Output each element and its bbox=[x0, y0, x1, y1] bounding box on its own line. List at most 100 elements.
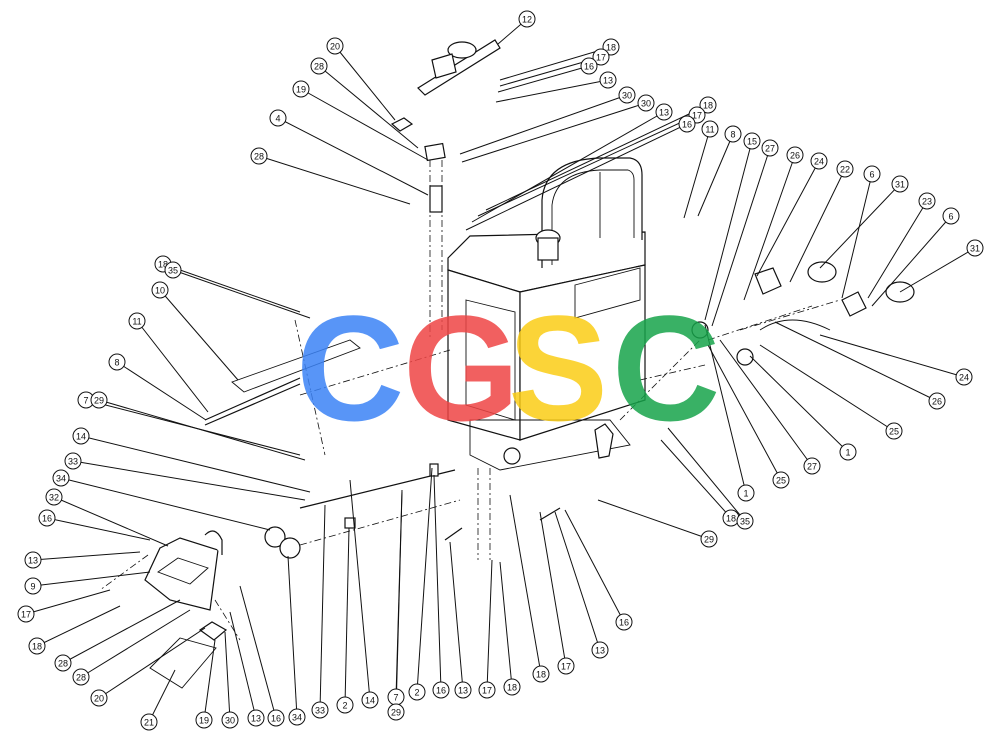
part-20-knob bbox=[390, 117, 414, 132]
callout-17: 17 bbox=[557, 657, 575, 675]
callout-number: 32 bbox=[49, 493, 59, 503]
callout-balloon bbox=[64, 452, 82, 470]
callout-30: 30 bbox=[618, 86, 636, 104]
callout-number: 35 bbox=[168, 266, 178, 276]
callout-26: 26 bbox=[928, 392, 946, 410]
leader-line-13 bbox=[471, 111, 665, 223]
leader-line-18 bbox=[509, 494, 542, 675]
callout-number: 17 bbox=[482, 686, 492, 696]
callout-number: 4 bbox=[275, 114, 280, 124]
leader-lines bbox=[25, 18, 976, 723]
part-34-cap-a bbox=[264, 526, 286, 548]
part-31-motor-a bbox=[807, 261, 837, 283]
callout-29: 29 bbox=[90, 391, 108, 409]
leader-line-4 bbox=[277, 117, 429, 196]
callout-number: 17 bbox=[561, 662, 571, 672]
callout-balloon bbox=[24, 551, 42, 569]
spring-a bbox=[444, 527, 463, 541]
callout-balloon bbox=[326, 37, 344, 55]
callout-16: 16 bbox=[580, 57, 598, 75]
callout-balloon bbox=[599, 71, 617, 89]
callout-number: 28 bbox=[314, 62, 324, 72]
part-8-rail-b bbox=[204, 383, 301, 426]
callout-balloon bbox=[592, 48, 610, 66]
callout-number: 19 bbox=[199, 716, 209, 726]
watermark-letter: G bbox=[403, 284, 520, 452]
callout-number: 2 bbox=[414, 688, 419, 698]
leader-line-33 bbox=[72, 460, 306, 501]
callout-balloon bbox=[288, 708, 306, 726]
callout-32: 32 bbox=[45, 488, 63, 506]
leader-line-13 bbox=[32, 551, 141, 561]
callout-balloon bbox=[966, 239, 984, 257]
callout-number: 14 bbox=[76, 432, 86, 442]
callout-number: 12 bbox=[522, 15, 532, 25]
callout-balloon bbox=[164, 261, 182, 279]
callout-balloon bbox=[250, 147, 268, 165]
callout-number: 9 bbox=[30, 582, 35, 592]
callout-16: 16 bbox=[678, 115, 696, 133]
chassis bbox=[469, 419, 631, 471]
leader-line-29 bbox=[597, 499, 710, 540]
callout-number: 34 bbox=[292, 713, 302, 723]
callout-21: 21 bbox=[140, 713, 158, 731]
leader-line-13 bbox=[229, 611, 257, 719]
control-panel bbox=[574, 267, 641, 319]
callout-balloon bbox=[743, 132, 761, 150]
callout-20: 20 bbox=[90, 689, 108, 707]
callout-balloon bbox=[942, 207, 960, 225]
callout-balloon bbox=[45, 488, 63, 506]
callout-18: 18 bbox=[699, 96, 717, 114]
filler-neck bbox=[537, 237, 559, 261]
callout-33: 33 bbox=[311, 701, 329, 719]
callout-number: 27 bbox=[765, 144, 775, 154]
callout-number: 18 bbox=[606, 43, 616, 53]
callout-balloon bbox=[918, 192, 936, 210]
leader-line-23 bbox=[867, 200, 928, 299]
callout-balloon bbox=[195, 711, 213, 729]
callout-number: 26 bbox=[790, 151, 800, 161]
leader-line-16 bbox=[564, 509, 625, 623]
callout-balloon bbox=[518, 10, 536, 28]
spring-b bbox=[539, 507, 561, 521]
leader-line-30 bbox=[224, 631, 231, 721]
callout-balloon bbox=[810, 152, 828, 170]
leader-line-17 bbox=[477, 114, 698, 217]
callout-balloon bbox=[699, 96, 717, 114]
part-9-box bbox=[144, 537, 219, 611]
leader-line-18 bbox=[499, 561, 513, 688]
leader-line-19 bbox=[300, 88, 429, 161]
leader-line-28 bbox=[258, 155, 411, 205]
leader-line-25 bbox=[759, 344, 895, 432]
callout-balloon bbox=[786, 146, 804, 164]
leader-line-17 bbox=[25, 589, 111, 615]
leader-line-27 bbox=[719, 339, 813, 467]
callout-number: 20 bbox=[94, 694, 104, 704]
callout-number: 1 bbox=[845, 448, 850, 458]
callout-16: 16 bbox=[432, 681, 450, 699]
callout-balloon bbox=[24, 577, 42, 595]
callout-29: 29 bbox=[700, 530, 718, 548]
callout-balloon bbox=[310, 57, 328, 75]
leader-line-16 bbox=[497, 65, 590, 93]
leader-line-8 bbox=[697, 133, 734, 217]
callout-30: 30 bbox=[221, 711, 239, 729]
callout-13: 13 bbox=[454, 681, 472, 699]
leader-line-21 bbox=[148, 669, 176, 723]
callout-balloon bbox=[267, 709, 285, 727]
callout-number: 13 bbox=[603, 76, 613, 86]
callout-25: 25 bbox=[885, 422, 903, 440]
leader-line-8 bbox=[116, 361, 207, 421]
callout-34: 34 bbox=[52, 469, 70, 487]
callout-number: 6 bbox=[869, 170, 874, 180]
callout-number: 6 bbox=[948, 212, 953, 222]
callout-balloon bbox=[724, 125, 742, 143]
callout-number: 2 bbox=[342, 701, 347, 711]
callout-27: 27 bbox=[761, 139, 779, 157]
callout-balloon bbox=[580, 57, 598, 75]
leader-line-15 bbox=[704, 140, 753, 321]
callout-25: 25 bbox=[772, 471, 790, 489]
leader-line-22 bbox=[789, 168, 846, 283]
callout-17: 17 bbox=[592, 48, 610, 66]
leader-line-34 bbox=[60, 477, 271, 531]
